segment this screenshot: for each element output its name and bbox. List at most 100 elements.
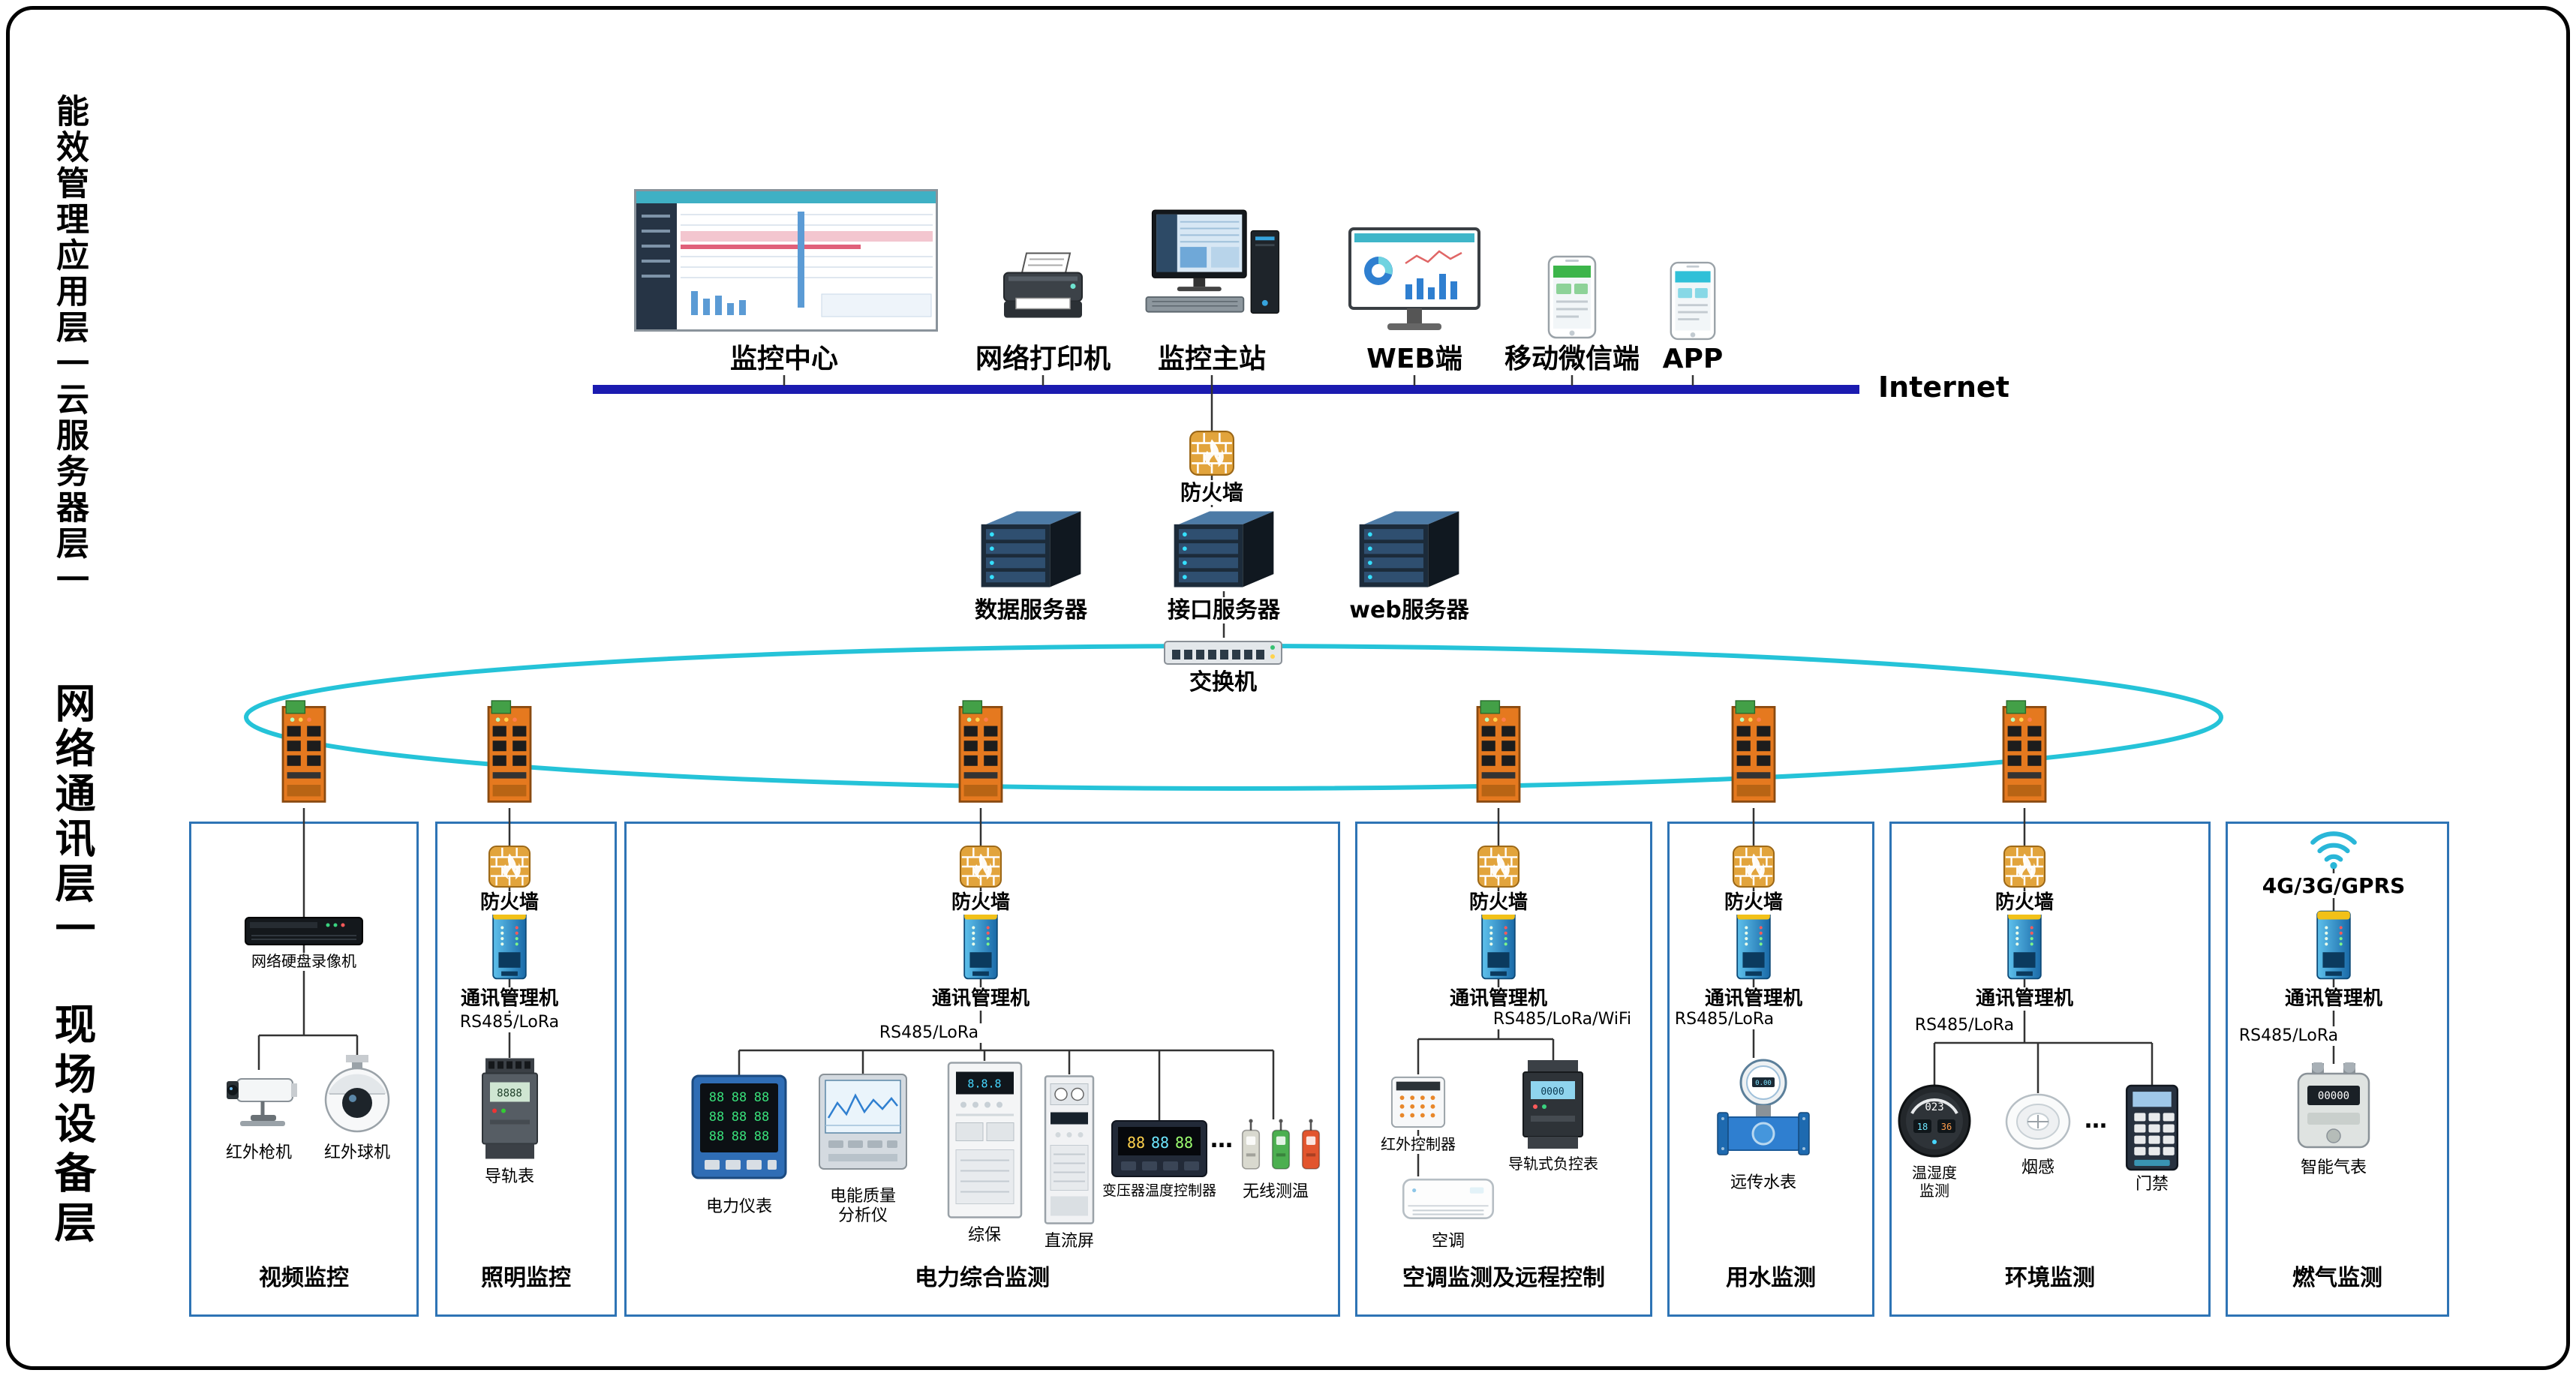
power-meter-icon bbox=[691, 1074, 787, 1179]
label-bus-box3: RS485/LoRa bbox=[875, 1023, 983, 1043]
label-gateway-box6: 通讯管理机 bbox=[1971, 987, 2078, 1011]
label-gateway-box5: 通讯管理机 bbox=[1700, 987, 1807, 1011]
firewall-icon-box5 bbox=[1732, 845, 1775, 888]
label-web-terminal: WEB端 bbox=[1363, 344, 1466, 376]
label-core-switch: 交换机 bbox=[1186, 669, 1261, 696]
label-rail-load-meter: 导轨式负控表 bbox=[1504, 1155, 1602, 1173]
label-bus-box7: RS485/LoRa bbox=[2235, 1026, 2343, 1046]
wireless-temp-sensor-icon-1 bbox=[1238, 1118, 1264, 1173]
web-server-icon bbox=[1350, 507, 1468, 591]
protection-relay-icon bbox=[945, 1059, 1024, 1221]
label-wireless-4g: 4G/3G/GPRS bbox=[2258, 873, 2409, 899]
firewall-icon-box4 bbox=[1477, 845, 1520, 888]
nvr-icon bbox=[244, 911, 364, 950]
outer-border bbox=[6, 6, 2570, 1370]
wireless-temp-sensor-icon-3 bbox=[1298, 1118, 1324, 1173]
label-air-conditioner: 空调 bbox=[1427, 1232, 1469, 1251]
label-remote-water-meter: 远传水表 bbox=[1726, 1173, 1801, 1193]
label-smoke-detector: 烟感 bbox=[2017, 1158, 2059, 1178]
box-title-environment: 环境监测 bbox=[2001, 1265, 2099, 1292]
box-title-water: 用水监测 bbox=[1722, 1265, 1820, 1292]
label-wireless-temp: 无线测温 bbox=[1238, 1182, 1313, 1202]
label-firewall-box4: 防火墙 bbox=[1465, 891, 1532, 915]
gateway-icon-box7 bbox=[2310, 909, 2358, 981]
label-dome-camera: 红外球机 bbox=[320, 1143, 395, 1163]
firewall-icon-box6 bbox=[2003, 845, 2046, 888]
label-app-terminal: APP bbox=[1658, 344, 1727, 376]
label-transformer-temp-controller: 变压器温度控制器 bbox=[1098, 1182, 1221, 1200]
label-bus-box6: RS485/LoRa bbox=[1910, 1016, 2018, 1035]
air-conditioner-icon bbox=[1402, 1175, 1495, 1226]
ring-switch-icon-6 bbox=[1998, 699, 2051, 808]
label-gun-camera: 红外枪机 bbox=[221, 1143, 296, 1163]
firewall-icon-box3 bbox=[959, 845, 1002, 888]
label-gateway-box3: 通讯管理机 bbox=[927, 987, 1034, 1011]
label-dc-panel: 直流屏 bbox=[1040, 1232, 1099, 1251]
layer-label-application-cloud: 能效管理应用层一云服务器层一 bbox=[50, 94, 89, 598]
box-title-power: 电力综合监测 bbox=[911, 1265, 1054, 1292]
label-firewall-box2: 防火墙 bbox=[476, 891, 543, 915]
transformer-temp-controller-icon bbox=[1111, 1119, 1208, 1178]
label-internet: Internet bbox=[1878, 371, 2009, 404]
data-server-icon bbox=[972, 507, 1090, 591]
smoke-detector-icon bbox=[2004, 1092, 2072, 1152]
ellipsis-box6: … bbox=[2085, 1107, 2107, 1134]
wechat-phone-icon bbox=[1546, 255, 1598, 339]
label-nvr: 网络硬盘录像机 bbox=[248, 952, 360, 971]
label-bus-box5: RS485/LoRa bbox=[1670, 1010, 1778, 1029]
gateway-icon-box2 bbox=[485, 909, 534, 981]
label-gateway-box4: 通讯管理机 bbox=[1445, 987, 1552, 1011]
label-wechat-terminal: 移动微信端 bbox=[1500, 344, 1644, 376]
label-network-printer: 网络打印机 bbox=[971, 344, 1115, 376]
dome-camera-icon bbox=[322, 1055, 393, 1136]
layer-label-network: 网络通讯层一 bbox=[48, 682, 95, 952]
workstation-icon bbox=[1141, 209, 1283, 338]
box-title-gas: 燃气监测 bbox=[2289, 1265, 2386, 1292]
label-bus-box2: RS485/LoRa bbox=[455, 1013, 564, 1032]
rail-meter-icon bbox=[478, 1056, 542, 1161]
label-bus-box4: RS485/LoRa/WiFi bbox=[1489, 1010, 1636, 1029]
remote-water-meter-icon bbox=[1715, 1056, 1812, 1169]
interface-server-icon bbox=[1165, 507, 1283, 591]
label-gateway-box2: 通讯管理机 bbox=[456, 987, 563, 1011]
gateway-icon-box6 bbox=[2000, 909, 2048, 981]
gateway-icon-box4 bbox=[1474, 909, 1522, 981]
ring-switch-icon-4 bbox=[1472, 699, 1525, 808]
label-data-server: 数据服务器 bbox=[971, 597, 1091, 624]
label-temp-humidity-monitor: 温湿度监测 bbox=[1904, 1164, 1964, 1200]
app-phone-icon bbox=[1668, 261, 1718, 341]
label-firewall-top: 防火墙 bbox=[1176, 480, 1248, 506]
label-rail-meter: 导轨表 bbox=[480, 1167, 539, 1187]
firewall-icon-top bbox=[1189, 430, 1235, 476]
gun-camera-icon bbox=[218, 1068, 300, 1136]
ring-switch-icon-2 bbox=[483, 699, 536, 808]
label-web-server: web服务器 bbox=[1345, 597, 1473, 624]
field-box-gas bbox=[2226, 822, 2449, 1317]
ring-switch-icon-3 bbox=[954, 699, 1007, 808]
wifi-icon bbox=[2307, 825, 2361, 869]
ir-controller-icon bbox=[1388, 1073, 1448, 1131]
box-title-video: 视频监控 bbox=[255, 1265, 353, 1292]
power-quality-analyzer-icon bbox=[818, 1073, 908, 1170]
label-power-meter: 电力仪表 bbox=[702, 1197, 777, 1217]
printer-icon bbox=[998, 250, 1088, 329]
web-monitor-icon bbox=[1347, 227, 1482, 340]
label-ir-controller: 红外控制器 bbox=[1377, 1135, 1459, 1154]
rail-load-meter-icon bbox=[1517, 1059, 1589, 1151]
label-master-station: 监控主站 bbox=[1153, 344, 1270, 376]
label-protection-relay: 综保 bbox=[963, 1226, 1005, 1245]
access-control-icon bbox=[2124, 1084, 2181, 1171]
gateway-icon-box3 bbox=[957, 909, 1005, 981]
label-power-quality-analyzer: 电能质量分析仪 bbox=[822, 1187, 904, 1226]
label-monitoring-center: 监控中心 bbox=[726, 344, 843, 376]
monitoring-center-screenshot-icon bbox=[634, 189, 938, 332]
box-title-hvac: 空调监测及远程控制 bbox=[1399, 1265, 1609, 1292]
gateway-icon-box5 bbox=[1730, 909, 1778, 981]
label-gateway-box7: 通讯管理机 bbox=[2280, 987, 2387, 1011]
label-firewall-box3: 防火墙 bbox=[947, 891, 1014, 915]
core-switch-icon bbox=[1163, 636, 1283, 668]
ellipsis-box3: … bbox=[1210, 1127, 1233, 1153]
firewall-icon-box2 bbox=[488, 845, 531, 888]
layer-label-field: 现场设备层 bbox=[47, 1002, 96, 1250]
